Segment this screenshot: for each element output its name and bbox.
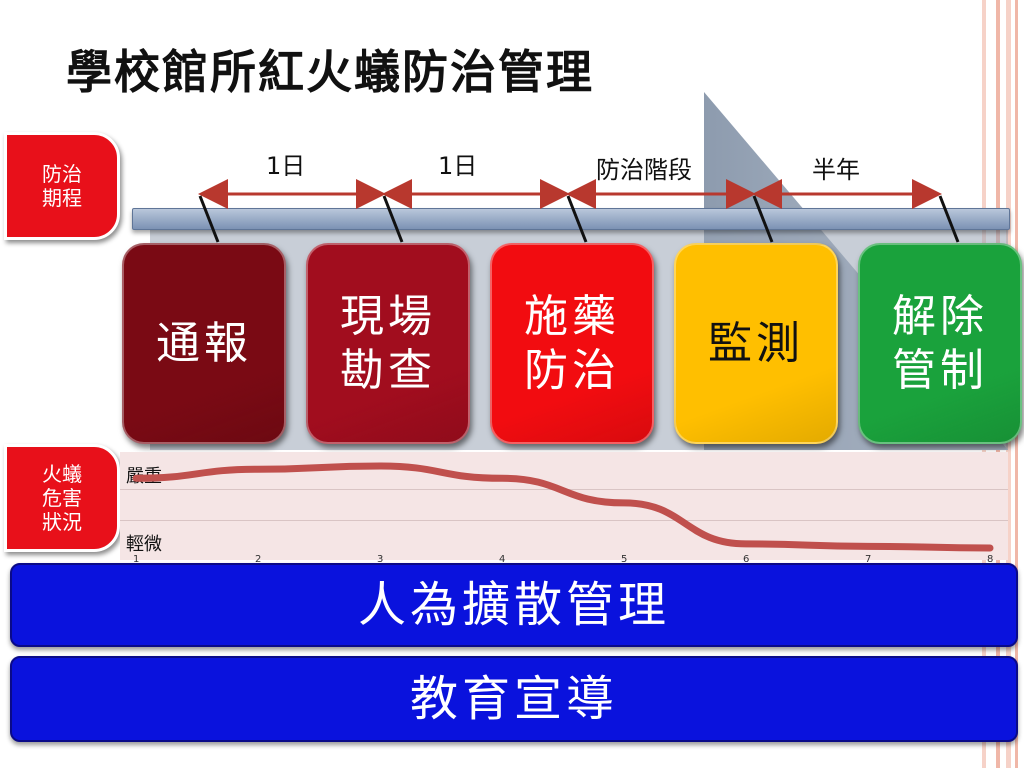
stage-box-3: 施藥防治: [490, 243, 654, 444]
banner-education: 教育宣導: [10, 656, 1018, 742]
timeline-tick-2: [382, 195, 404, 243]
x-tick-2: 2: [255, 554, 262, 565]
stage-box-4: 監測: [674, 243, 838, 444]
x-tick-5: 5: [621, 554, 628, 565]
stage-label-5: 解除管制: [892, 290, 988, 396]
schedule-label: 防治期程: [4, 132, 120, 240]
timeline-tick-1: [198, 195, 220, 243]
hazard-label: 火蟻危害狀況: [4, 444, 120, 552]
duration-label-3: 防治階段: [596, 156, 692, 184]
x-tick-6: 6: [743, 554, 750, 565]
stage-label-4: 監測: [708, 317, 804, 369]
stage-label-2: 現場勘查: [340, 290, 436, 396]
duration-label-4: 半年: [812, 156, 860, 184]
x-tick-8: 8: [987, 554, 994, 565]
duration-label-1: 1日: [266, 152, 306, 180]
x-tick-1: 1: [133, 554, 140, 565]
duration-label-2: 1日: [438, 152, 478, 180]
slide-title: 學校館所紅火蟻防治管理: [66, 45, 594, 99]
x-tick-4: 4: [499, 554, 506, 565]
y-label-low: 輕微: [126, 534, 162, 555]
stage-label-3: 施藥防治: [524, 290, 620, 396]
stage-label-1: 通報: [156, 317, 252, 369]
stage-box-2: 現場勘查: [306, 243, 470, 444]
hazard-label-text: 火蟻危害狀況: [42, 462, 82, 534]
timeline-tick-4: [752, 195, 774, 243]
timeline-tick-5: [938, 195, 960, 243]
timeline-tick-3: [566, 195, 588, 243]
x-tick-7: 7: [865, 554, 872, 565]
banner-spread-management: 人為擴散管理: [10, 563, 1018, 647]
schedule-label-text: 防治期程: [42, 162, 82, 210]
stage-box-1: 通報: [122, 243, 286, 444]
hazard-line: [132, 462, 994, 552]
stage-box-5: 解除管制: [858, 243, 1022, 444]
x-tick-3: 3: [377, 554, 384, 565]
